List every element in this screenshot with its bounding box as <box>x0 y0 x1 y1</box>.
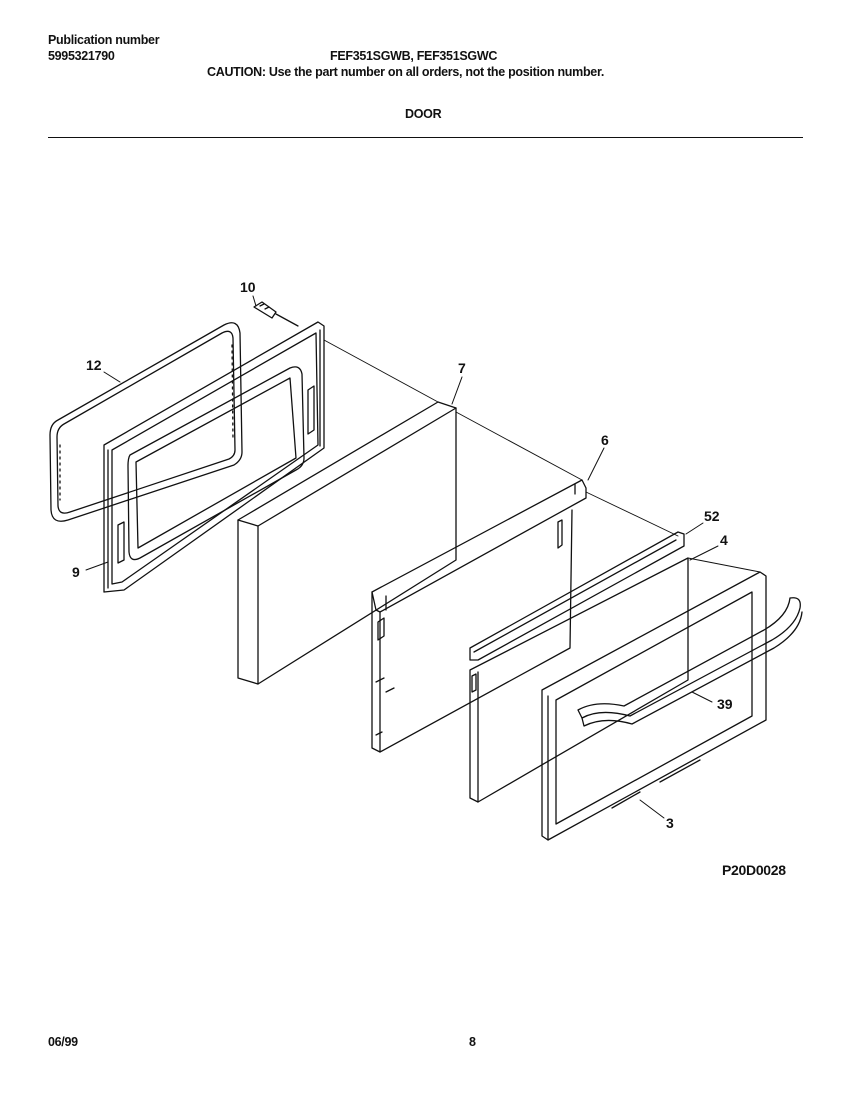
footer-date: 06/99 <box>48 1035 78 1049</box>
callout-52: 52 <box>704 508 720 524</box>
callout-3: 3 <box>666 815 674 831</box>
callout-39: 39 <box>717 696 733 712</box>
handle-part-39 <box>577 597 803 727</box>
section-title: DOOR <box>405 107 442 121</box>
inner-door-part-9 <box>103 321 325 593</box>
gasket-part-12 <box>49 322 243 522</box>
model-numbers: FEF351SGWB, FEF351SGWC <box>330 49 498 63</box>
callout-9: 9 <box>72 564 80 580</box>
callout-labels: 10 12 7 6 52 4 9 39 3 <box>72 279 733 831</box>
page-number: 8 <box>469 1035 476 1049</box>
publication-number: 5995321790 <box>48 49 115 63</box>
insulation-part-7 <box>237 401 457 685</box>
callout-6: 6 <box>601 432 609 448</box>
callout-10: 10 <box>240 279 256 295</box>
leader-lines <box>85 295 719 819</box>
header-rule <box>48 137 803 138</box>
projection-lines <box>323 339 761 573</box>
callout-4: 4 <box>720 532 728 548</box>
caution-note: CAUTION: Use the part number on all orde… <box>207 65 604 79</box>
screw-part-10 <box>253 301 299 327</box>
door-liner-part-6 <box>371 479 587 753</box>
publication-label: Publication number <box>48 33 160 47</box>
callout-12: 12 <box>86 357 102 373</box>
callout-7: 7 <box>458 360 466 376</box>
glass-panel-part-4 <box>469 557 689 803</box>
door-trim-part-52 <box>469 531 685 661</box>
drawing-code: P20D0028 <box>722 862 786 878</box>
